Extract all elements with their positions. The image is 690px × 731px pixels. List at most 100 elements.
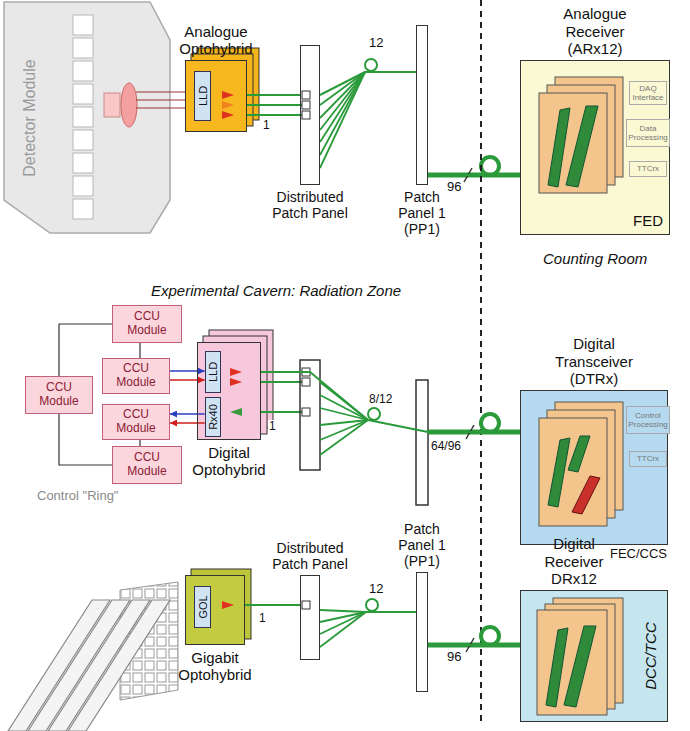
node-label: CCU Module — [116, 362, 155, 390]
node-label: CCU Module — [116, 408, 155, 436]
fibre-loop — [481, 414, 499, 432]
fibre-link — [428, 644, 520, 646]
chip — [568, 436, 590, 472]
ccu-module: CCU Module — [112, 305, 182, 343]
node-sublabel: FEC/CCS — [610, 547, 667, 562]
sensor-column — [72, 14, 94, 221]
connector — [302, 408, 310, 416]
node-sublabel: DCC/TCC — [642, 622, 659, 690]
laser-diode — [222, 91, 234, 99]
ccu-module: CCU Module — [102, 404, 170, 440]
driver-chip: LLD — [194, 71, 211, 121]
laser-diode — [230, 378, 242, 386]
fibre-count: 12 — [368, 36, 384, 51]
processing-block: Control Processing — [626, 406, 670, 434]
node-label: LLD — [196, 86, 209, 106]
node-label: LLD — [207, 362, 220, 382]
patch-panel: Distributed Patch Panel — [300, 575, 320, 660]
fibre-link — [320, 72, 416, 95]
fibre-count: 12 — [368, 582, 384, 597]
laser-diode — [222, 601, 234, 609]
control-signal — [170, 413, 205, 415]
fibre — [247, 114, 303, 116]
fibre — [247, 104, 303, 106]
fibre-fan — [320, 612, 366, 647]
fibre — [261, 381, 303, 383]
fibre-loop — [481, 157, 499, 175]
node-label: Patch Panel 1 (PP1) — [391, 189, 453, 237]
serialiser-chip: GOL — [194, 586, 211, 628]
node-label: TTCrx — [637, 164, 659, 173]
fibre-count: 96 — [446, 180, 462, 195]
laser-diode — [222, 101, 234, 109]
ccu-module: CCU Module — [102, 358, 170, 394]
optohybrid-board: Digital OptohybridLLDRx40 — [197, 342, 261, 440]
node-label: Data Processing — [628, 124, 668, 142]
board-fill — [185, 60, 247, 132]
fibre-link — [245, 604, 300, 606]
ccu-module: CCU Module — [112, 446, 182, 484]
photodiode — [230, 408, 242, 416]
processing-block: TTCrx — [629, 451, 667, 467]
chip — [548, 438, 570, 507]
note-label: Control "Ring" — [36, 489, 120, 504]
node-label: CCU Module — [127, 310, 166, 338]
transceiver-crate: Digital Transceiver (DTRx)FEC/CCSControl… — [520, 390, 668, 545]
node-sublabel: FED — [633, 212, 663, 229]
driver-chip: LLD — [205, 351, 222, 393]
chip — [548, 108, 570, 187]
node-label: Control Processing — [628, 411, 668, 429]
fibre-count: 1 — [262, 119, 271, 133]
chip — [546, 628, 568, 707]
node-label: TTCrx — [637, 454, 659, 463]
fibre-loop — [481, 627, 499, 645]
connector — [302, 101, 310, 109]
node-label: GOL — [196, 595, 209, 618]
patch-panel — [416, 380, 428, 505]
fibre-count: 64/96 — [430, 440, 462, 454]
fibre-loop — [368, 408, 380, 420]
node-label: Rx40 — [207, 404, 220, 430]
control-signal — [170, 370, 205, 372]
ring-link — [139, 343, 140, 358]
ccu-module: CCU Module — [25, 376, 93, 414]
node-label: Distributed Patch Panel — [270, 540, 350, 572]
node-label: Patch Panel 1 (PP1) — [391, 521, 453, 569]
node-label: Distributed Patch Panel — [270, 189, 350, 221]
receiver-crate: Analogue Receiver (ARx12)FEDDAQ Interfac… — [520, 60, 670, 235]
board — [537, 610, 607, 715]
node-label: Analogue Receiver (ARx12) — [550, 5, 640, 57]
front-end-chip — [104, 93, 120, 117]
fibre-trunk — [428, 643, 520, 648]
connector — [302, 111, 310, 119]
processing-block: DAQ Interface — [629, 81, 667, 105]
node-label: Digital Receiver DRx12 — [529, 535, 619, 587]
fibre-link — [261, 372, 520, 432]
node-label: Gigabit Optohybrid — [170, 649, 260, 684]
connector — [302, 601, 310, 609]
chip — [572, 476, 600, 514]
fibre-fan — [320, 382, 368, 455]
crate-fill — [520, 590, 668, 722]
patch-panel: Distributed Patch Panel — [300, 45, 320, 185]
control-signal — [170, 379, 205, 381]
optohybrid-board: Gigabit OptohybridGOL — [185, 575, 245, 645]
zone-label: Experimental Cavern: Radiation Zone — [150, 282, 402, 299]
chip — [564, 626, 596, 707]
chip — [566, 106, 598, 187]
node-label: Detector Module — [21, 59, 39, 176]
detector-module: Detector Module — [4, 2, 170, 233]
fibre — [261, 411, 303, 413]
zone-boundary — [480, 0, 482, 725]
fibre-loop — [365, 59, 377, 71]
fibre-count: 1 — [268, 420, 277, 434]
laser-diode — [230, 368, 242, 376]
node-label: Digital Optohybrid — [187, 444, 271, 479]
fibre-count: 1 — [258, 612, 267, 626]
fibre-link — [247, 94, 300, 96]
node-label: Analogue Optohybrid — [171, 23, 261, 58]
crate-fill — [520, 60, 670, 235]
crate-fill — [520, 390, 668, 545]
zone-label: Counting Room — [542, 250, 648, 267]
fibre-count: 8/12 — [368, 393, 393, 407]
